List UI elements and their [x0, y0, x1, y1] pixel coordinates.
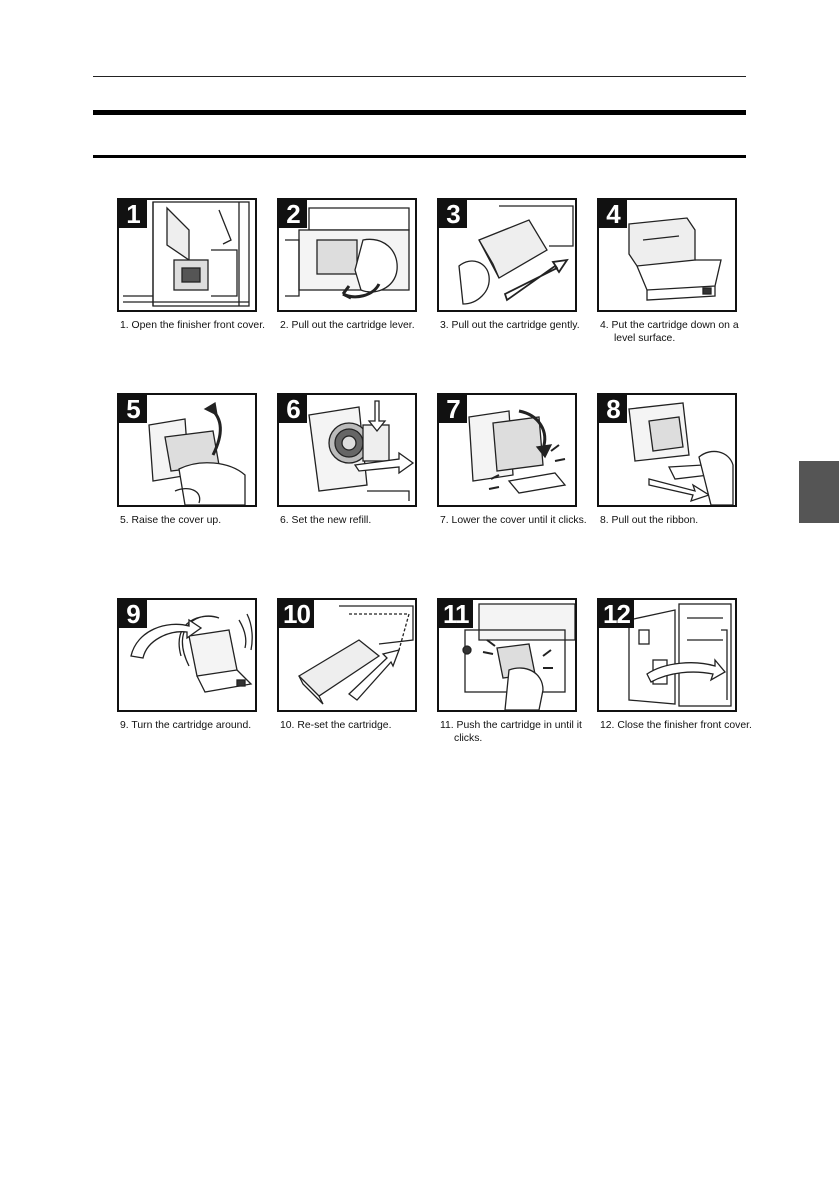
- step-4-illustration: 4: [597, 198, 737, 312]
- step-number: 8: [599, 395, 627, 423]
- step-number: 5: [119, 395, 147, 423]
- step-10-illustration: 10: [277, 598, 417, 712]
- step-number: 3: [439, 200, 467, 228]
- step-5-illustration: 5: [117, 393, 257, 507]
- step-caption: 1. Open the finisher front cover.: [120, 320, 265, 331]
- push-cartridge-icon: [462, 603, 575, 710]
- step-8-illustration: 8: [597, 393, 737, 507]
- step-3-illustration: 3: [437, 198, 577, 312]
- lower-cover-icon: [468, 409, 567, 494]
- step-caption: 10. Re-set the cartridge.: [280, 720, 392, 731]
- step-11-illustration: 11: [437, 598, 577, 712]
- close-cover-icon: [628, 603, 732, 707]
- step-number: 7: [439, 395, 467, 423]
- step-9-illustration: 9: [117, 598, 257, 712]
- step-caption: 6. Set the new refill.: [280, 515, 372, 526]
- section-rule: [93, 155, 746, 158]
- cartridge-lever-icon: [285, 207, 410, 300]
- chapter-tab: [799, 461, 839, 523]
- step-caption: 8. Pull out the ribbon.: [600, 515, 699, 526]
- step-caption: 2. Pull out the cartridge lever.: [280, 320, 415, 331]
- step-caption: 11. Push the cartridge in until it click…: [440, 720, 582, 744]
- step-number: 2: [279, 200, 307, 228]
- step-caption: 4. Put the cartridge down on a level sur…: [600, 320, 739, 344]
- step-number: 4: [599, 200, 627, 228]
- pull-ribbon-icon: [628, 402, 734, 505]
- raise-cover-icon: [148, 401, 246, 505]
- pull-cartridge-icon: [458, 205, 574, 305]
- step-number: 1: [119, 200, 147, 228]
- step-number: 11: [439, 600, 473, 628]
- step-12-illustration: 12: [597, 598, 737, 712]
- turn-cartridge-icon: [130, 613, 253, 693]
- step-7-illustration: 7: [437, 393, 577, 507]
- step-caption: 9. Turn the cartridge around.: [120, 720, 252, 731]
- step-number: 9: [119, 600, 147, 628]
- step-caption: 12. Close the finisher front cover.: [600, 720, 752, 731]
- step-1-illustration: 1: [117, 198, 257, 312]
- step-6-illustration: 6: [277, 393, 417, 507]
- cartridge-on-surface-icon: [628, 217, 722, 301]
- section-rule-thick: [93, 110, 746, 115]
- finisher-front-cover-icon: [123, 201, 250, 307]
- reset-cartridge-icon: [297, 605, 414, 705]
- step-caption: 3. Pull out the cartridge gently.: [440, 320, 580, 331]
- step-number: 10: [279, 600, 314, 628]
- header-rule: [93, 76, 746, 77]
- step-number: 6: [279, 395, 307, 423]
- step-caption: 7. Lower the cover until it clicks.: [440, 515, 587, 526]
- set-refill-icon: [308, 400, 415, 501]
- step-caption: 5. Raise the cover up.: [120, 515, 222, 526]
- step-number: 12: [599, 600, 634, 628]
- step-2-illustration: 2: [277, 198, 417, 312]
